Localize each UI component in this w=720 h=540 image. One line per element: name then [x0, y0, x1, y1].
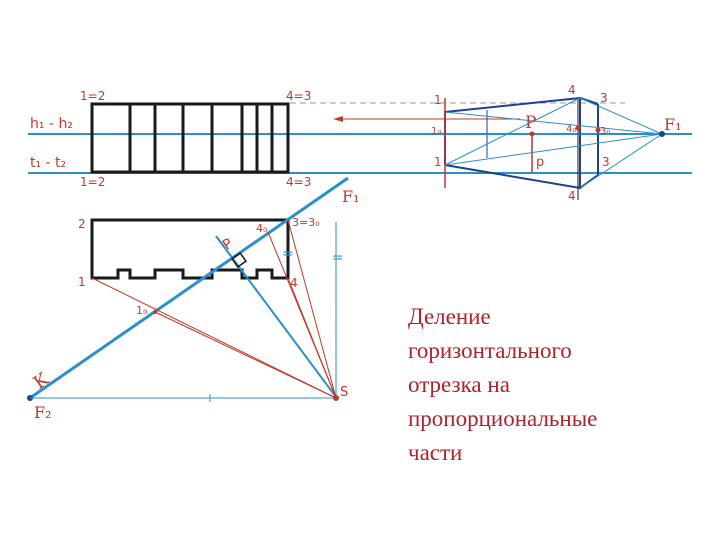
label-bottom-right: 4=3: [286, 175, 311, 189]
label-persp-3-top: 3: [600, 91, 608, 105]
persp-vanishing-rays: [444, 97, 663, 189]
s-point: [333, 395, 339, 401]
label-persp-3-0: 3₀: [600, 126, 610, 137]
label-persp-P: P: [525, 113, 536, 133]
label-h-line: h₁ - h₂: [30, 116, 73, 132]
label-front-4-0: 4₀: [256, 222, 268, 235]
label-k: K: [30, 368, 54, 393]
persp-p-point: [529, 131, 535, 137]
label-front-2: 2: [78, 217, 86, 231]
label-f1-mid: F₁: [342, 187, 360, 206]
label-persp-1-top: 1: [434, 93, 442, 107]
caption-line: части: [408, 440, 463, 465]
persp-f1-point: [659, 131, 665, 137]
label-bottom-left: 1=2: [80, 175, 105, 189]
label-front-p: P: [220, 236, 236, 254]
front-view-shape: [90, 218, 290, 280]
label-persp-1-0: 1₀: [431, 126, 441, 137]
caption-line: горизонтального: [408, 338, 572, 363]
label-s: S: [340, 385, 348, 400]
one-zero-point: [153, 310, 157, 314]
caption-line: отрезка на: [408, 372, 510, 397]
persp-3-0-point: [595, 127, 601, 133]
plan-dividers: [128, 104, 274, 172]
label-front-3-30: 3=3₀: [292, 216, 320, 229]
perpendicular-line: [215, 235, 337, 398]
label-persp-F1: F₁: [664, 115, 682, 134]
right-angle-mark: [230, 251, 248, 269]
caption-line: Деление: [408, 304, 491, 329]
equal-mark-2: =: [282, 246, 294, 262]
arrow-head: [333, 116, 343, 122]
plan-rectangle: [90, 102, 290, 174]
rays-to-s: [91, 219, 337, 399]
persp-4-0-point: [575, 125, 581, 131]
label-persp-3-bot: 3: [602, 155, 610, 169]
equal-mark-1: =: [332, 250, 344, 266]
caption-line: пропорциональные: [408, 406, 598, 431]
label-f2: F₂: [34, 403, 52, 422]
label-persp-4-bot: 4: [568, 189, 576, 203]
label-front-1-0: 1₀: [136, 304, 148, 317]
label-persp-4-0: 4₀: [566, 124, 576, 135]
label-persp-1-bot: 1: [434, 155, 442, 169]
picture-plane-line: [29, 176, 349, 400]
label-front-1: 1: [78, 275, 86, 289]
label-t-line: t₁ - t₂: [30, 155, 66, 171]
label-top-left: 1=2: [80, 89, 105, 103]
caption-text: Деление горизонтального отрезка на пропо…: [408, 300, 708, 470]
perspective-trapezoid: [444, 96, 581, 190]
label-top-right: 4=3: [286, 89, 311, 103]
label-front-4: 4: [290, 276, 298, 290]
label-persp-p: p: [536, 155, 544, 170]
label-persp-4-top: 4: [568, 83, 576, 97]
